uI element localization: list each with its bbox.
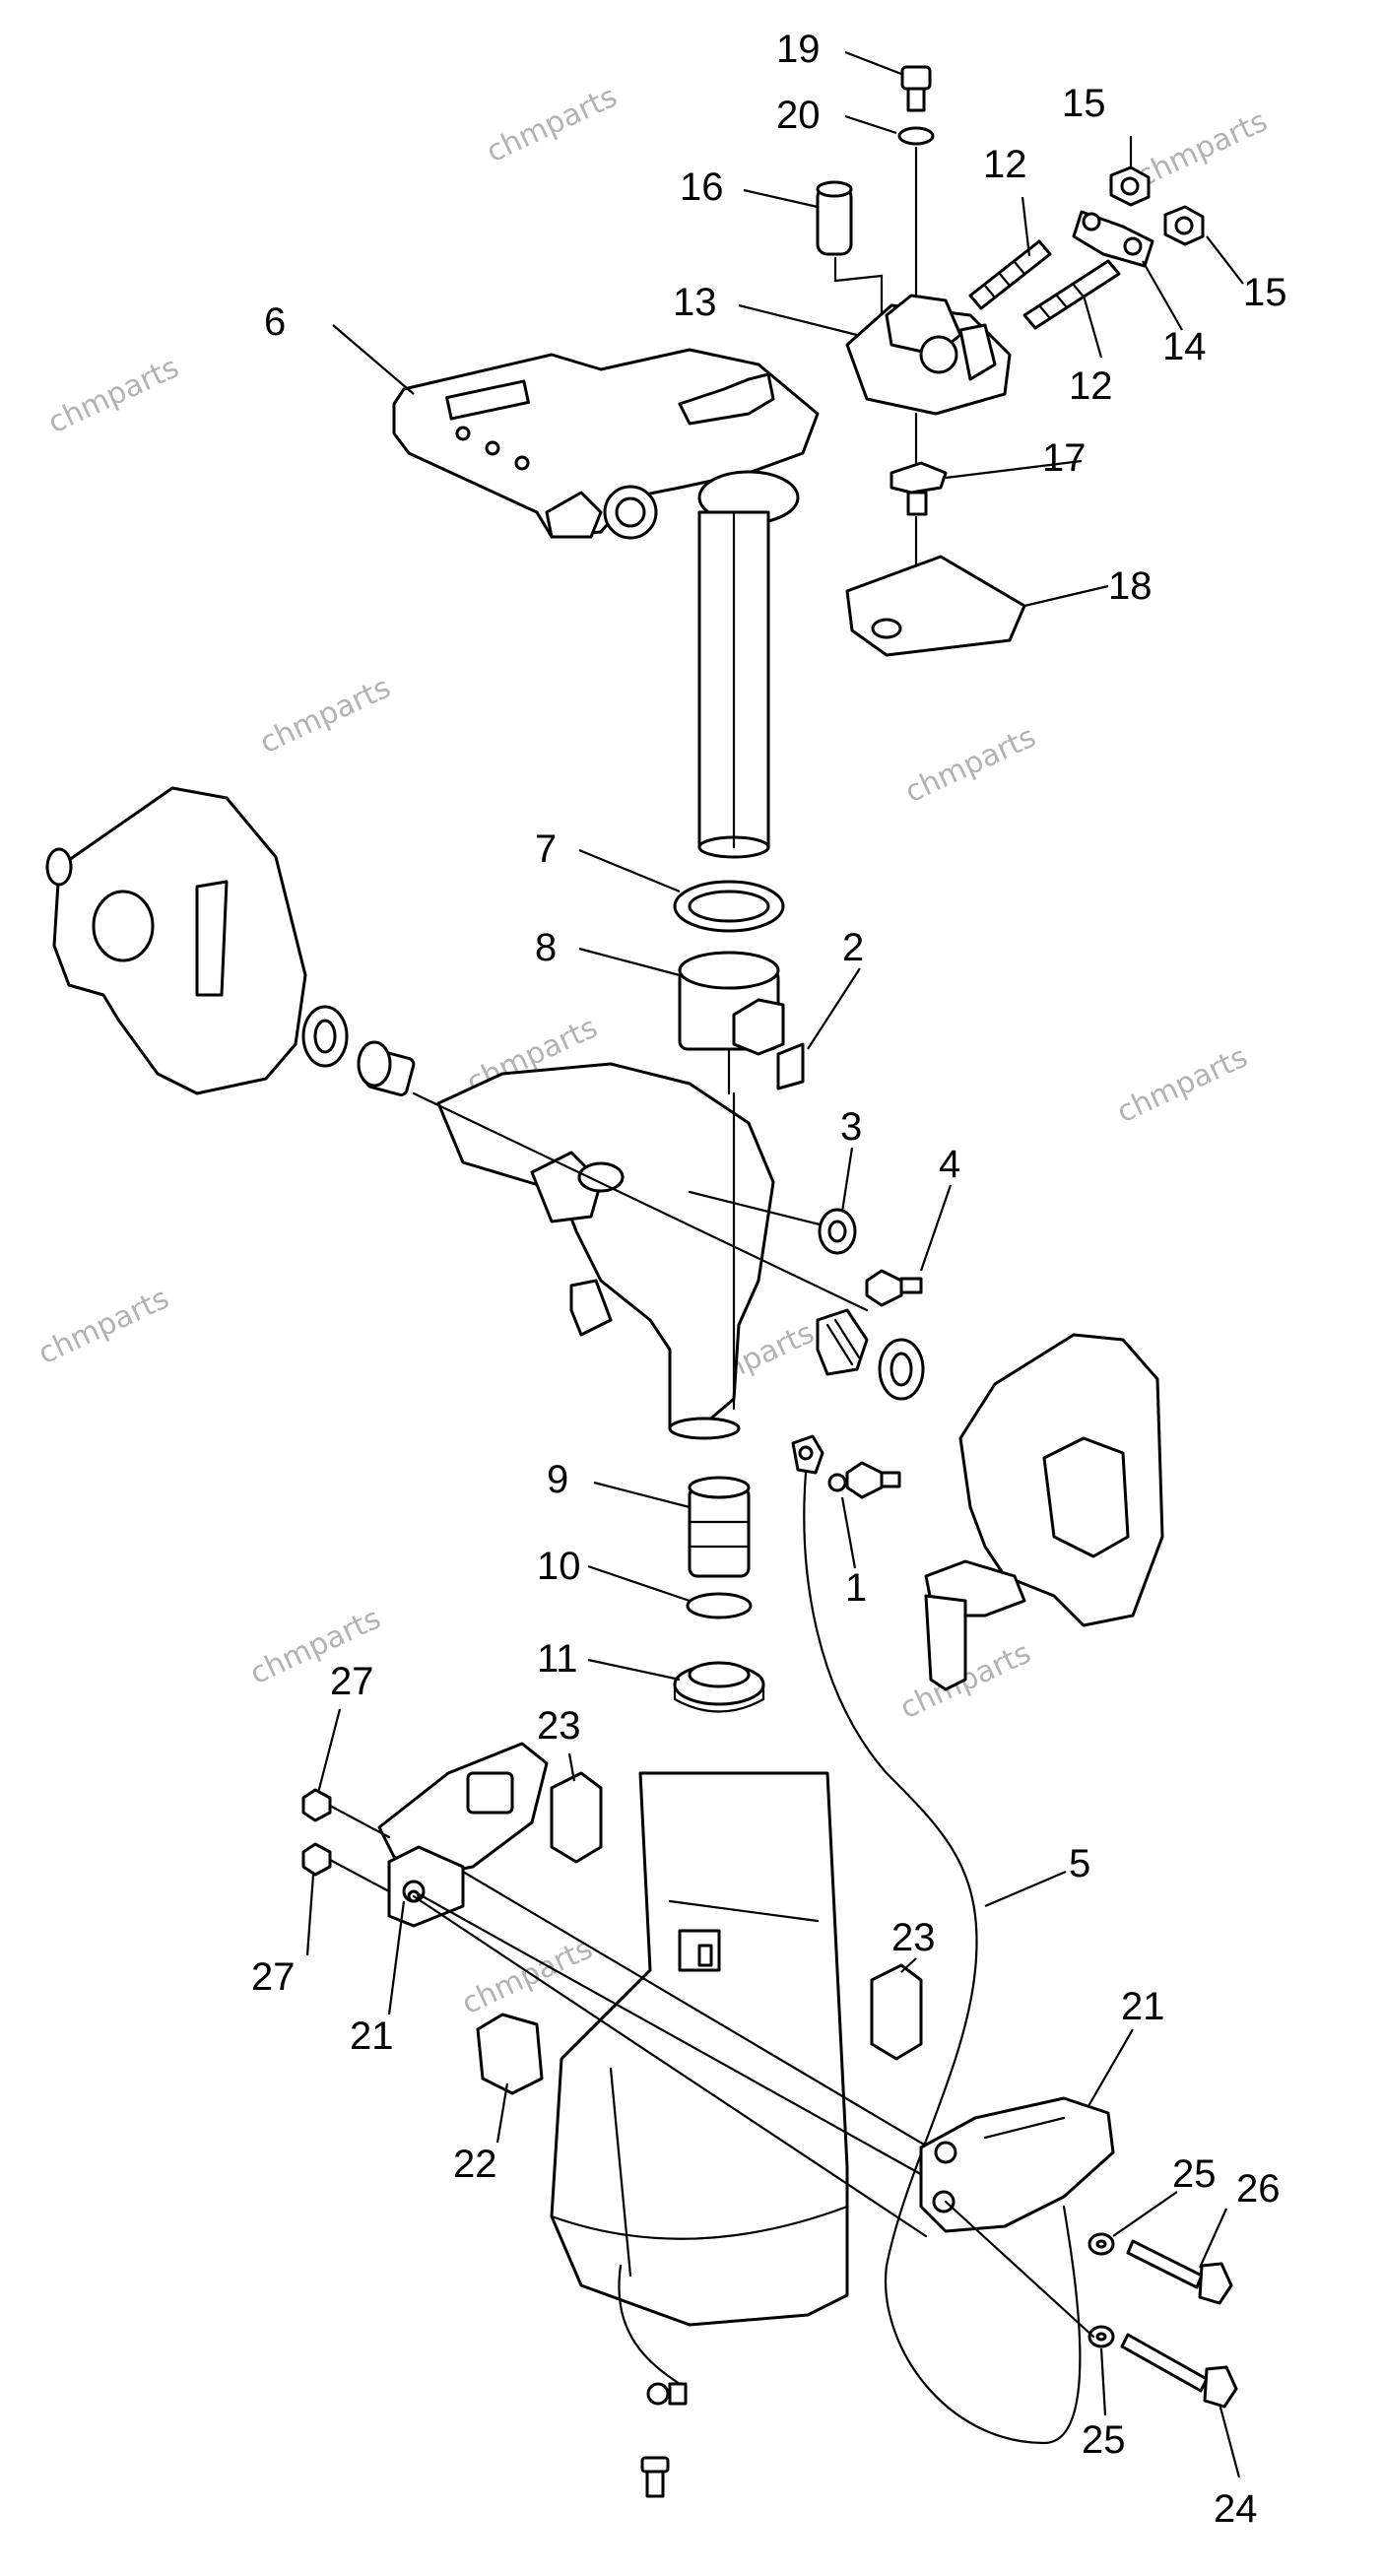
callout-16: 16 [680, 165, 724, 209]
callout-leaders [305, 50, 1244, 2478]
shim-2-icon [776, 1042, 805, 1090]
callout-15-upper: 15 [1062, 82, 1106, 125]
callout-24: 24 [1214, 2487, 1258, 2531]
callout-23-upper: 23 [537, 1704, 581, 1748]
steering-shaft-icon [697, 510, 770, 859]
bracket-13-icon [845, 294, 1012, 416]
callout-15-lower: 15 [1243, 271, 1287, 314]
bushing-right-icon [816, 1308, 869, 1376]
callout-10: 10 [537, 1545, 581, 1588]
watermark: chmparts [900, 720, 1041, 811]
washer-right-icon [878, 1338, 925, 1401]
watermark: chmparts [33, 1282, 174, 1372]
clamp-21-left-icon [377, 1742, 549, 1928]
seal-11-icon [673, 1661, 765, 1713]
callout-11: 11 [537, 1637, 578, 1681]
callout-8: 8 [535, 926, 557, 969]
callout-2: 2 [842, 926, 864, 969]
callout-6: 6 [264, 300, 286, 344]
callout-20: 20 [776, 94, 821, 137]
watermark: chmparts [1112, 1040, 1253, 1131]
callout-9: 9 [547, 1458, 568, 1501]
washer-20-icon [897, 126, 935, 146]
watermark: chmparts [482, 80, 623, 170]
nut-15-left-icon [1109, 165, 1151, 207]
clamp-21-right-icon [919, 2096, 1115, 2233]
pin-16-icon [816, 180, 853, 256]
callout-26: 26 [1236, 2167, 1281, 2211]
bolt-4-icon [865, 1269, 923, 1307]
callout-17: 17 [1042, 436, 1087, 480]
stud-12-lower-icon [1022, 259, 1121, 330]
callout-12-lower: 12 [1069, 364, 1113, 408]
bolt-19-icon [900, 65, 932, 112]
stud-12-upper-icon [968, 239, 1052, 310]
callout-18: 18 [1108, 564, 1153, 608]
watermark: chmparts [43, 351, 184, 441]
callout-27-lower: 27 [251, 1955, 296, 1999]
swivel-bracket-icon [436, 1062, 775, 1440]
watermark: chmparts [255, 671, 396, 761]
nut-27-upper-icon [301, 1788, 332, 1822]
o-ring-10-icon [686, 1592, 753, 1619]
callout-7: 7 [535, 827, 557, 871]
callout-14: 14 [1162, 325, 1207, 368]
pad-23-upper-icon [550, 1771, 603, 1864]
screw-1-icon [827, 1461, 901, 1499]
clamp-bracket-left-icon [45, 786, 307, 1095]
callout-4: 4 [939, 1143, 960, 1186]
watermark: chmparts [457, 1932, 598, 2022]
ground-screw-bottom-icon [618, 2264, 688, 2498]
washer-25-upper-icon [1087, 2232, 1115, 2256]
nut-15-right-icon [1163, 205, 1205, 246]
watermark: chmparts [1132, 104, 1273, 195]
clamp-bracket-right-icon [924, 1333, 1164, 1691]
callout-22: 22 [453, 2143, 497, 2186]
steering-bracket-6-icon [392, 348, 820, 540]
callout-1: 1 [845, 1566, 867, 1610]
nut-27-lower-icon [301, 1842, 332, 1877]
callout-21-right: 21 [1121, 1985, 1165, 2028]
bushing-left-icon [357, 1040, 416, 1096]
callout-13: 13 [673, 281, 717, 324]
bushing-9-icon [688, 1476, 751, 1578]
callout-3: 3 [840, 1105, 862, 1149]
callout-19: 19 [776, 28, 821, 71]
washer-25-lower-icon [1087, 2325, 1115, 2348]
callout-21-lower-left: 21 [350, 2015, 394, 2058]
callout-23-lower: 23 [891, 1916, 936, 1959]
callout-5: 5 [1069, 1842, 1090, 1885]
ground-lead-5-icon [803, 1471, 1082, 2445]
washer-3-icon [818, 1208, 857, 1255]
callout-25-upper: 25 [1172, 2152, 1217, 2196]
bolt-26-icon [1126, 2239, 1233, 2305]
bushing-8-icon [678, 951, 785, 1056]
clip-17-icon [890, 461, 948, 516]
pad-22-icon [476, 2013, 544, 2095]
washer-left-icon [301, 1005, 349, 1068]
plate-18-icon [845, 555, 1026, 657]
ring-7-icon [673, 880, 785, 933]
callout-27-upper: 27 [330, 1660, 374, 1703]
ground-terminal-icon [791, 1434, 824, 1475]
callout-12-upper: 12 [983, 143, 1027, 186]
plate-14-icon [1072, 210, 1154, 268]
lower-casing-icon [550, 1771, 849, 2327]
callout-numbers: 19 20 15 12 16 15 13 6 14 12 17 18 7 2 8… [251, 28, 1287, 2531]
bolt-24-icon [1120, 2333, 1238, 2409]
callout-25-lower: 25 [1082, 2418, 1126, 2462]
pad-23-lower-icon [870, 1963, 923, 2061]
